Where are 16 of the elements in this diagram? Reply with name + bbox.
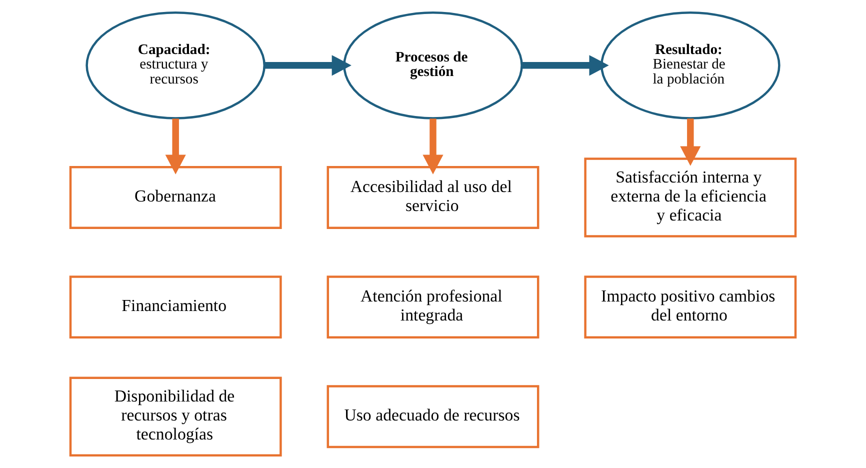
arrow [165, 118, 186, 174]
node-box: Satisfacción interna y externa de la eficiencia y eficacia [584, 158, 797, 238]
node-ellipse: Resultado: Bienestar de la población [600, 11, 780, 120]
arrow [422, 118, 444, 174]
node-box: Uso adecuado de recursos [326, 385, 540, 448]
node-box: Atención profesional integrada [326, 276, 540, 339]
arrow [264, 55, 352, 76]
node-box: Disponibilidad de recursos y otras tecnologías [69, 376, 282, 457]
node-box: Accesibilidad al uso del servicio [326, 166, 540, 229]
arrow [522, 55, 609, 76]
node-box: Financiamiento [69, 276, 282, 339]
node-ellipse: Capacidad: estructura y recursos [86, 11, 266, 120]
node-box: Impacto positivo cambios del entorno [584, 276, 797, 339]
arrow [680, 118, 701, 166]
node-ellipse: Procesos de gestión [343, 11, 523, 120]
node-box: Gobernanza [69, 166, 282, 229]
